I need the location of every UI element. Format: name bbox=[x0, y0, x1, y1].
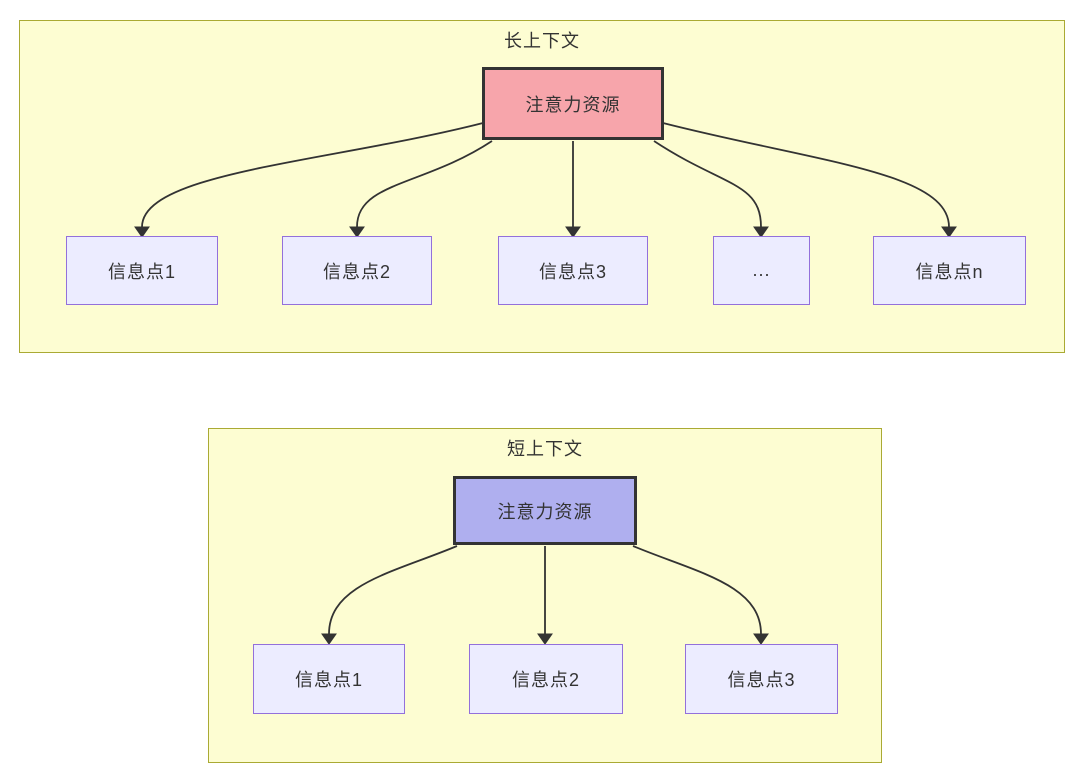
info-node-long-3: 信息点3 bbox=[498, 236, 648, 305]
info-node-long-n-label: 信息点n bbox=[915, 261, 984, 282]
info-node-short-1: 信息点1 bbox=[253, 644, 405, 714]
info-node-long-ellipsis-label: ... bbox=[752, 260, 771, 280]
info-node-short-3-label: 信息点3 bbox=[727, 670, 796, 690]
info-node-long-n: 信息点n bbox=[873, 236, 1026, 305]
attention-node-short: 注意力资源 bbox=[453, 476, 637, 545]
cluster-short-context-title: 短上下文 bbox=[507, 439, 583, 459]
info-node-long-3-label: 信息点3 bbox=[538, 261, 607, 282]
info-node-short-2: 信息点2 bbox=[469, 644, 623, 714]
cluster-long-context-title: 长上下文 bbox=[504, 31, 580, 51]
info-node-short-1-label: 信息点1 bbox=[294, 670, 363, 690]
info-node-long-2: 信息点2 bbox=[282, 236, 432, 305]
info-node-long-ellipsis: ... bbox=[713, 236, 810, 305]
attention-node-short-label: 注意力资源 bbox=[497, 501, 593, 522]
info-node-long-1: 信息点1 bbox=[66, 236, 218, 305]
info-node-long-2-label: 信息点2 bbox=[322, 261, 391, 282]
info-node-long-1-label: 信息点1 bbox=[107, 261, 176, 282]
attention-node-long-label: 注意力资源 bbox=[525, 94, 621, 115]
info-node-short-3: 信息点3 bbox=[685, 644, 838, 714]
attention-node-long: 注意力资源 bbox=[482, 67, 664, 140]
info-node-short-2-label: 信息点2 bbox=[511, 670, 580, 690]
